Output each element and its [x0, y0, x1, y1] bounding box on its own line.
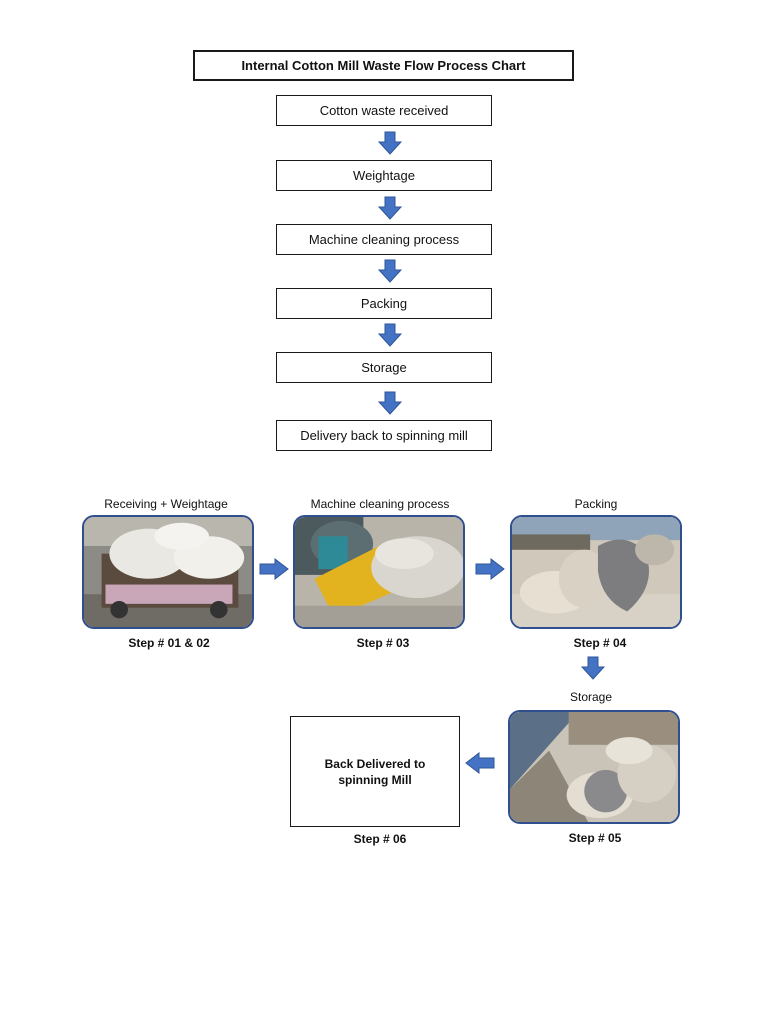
storage-heading: Storage: [569, 690, 613, 704]
chart-title: Internal Cotton Mill Waste Flow Process …: [193, 50, 574, 81]
cleaning-heading: Machine cleaning process: [310, 497, 450, 511]
delivery-box: Back Delivered to spinning Mill: [290, 716, 460, 827]
step-05-label: Step # 05: [568, 831, 622, 845]
arrow-right-icon: [475, 558, 505, 580]
step-01-02-label: Step # 01 & 02: [128, 636, 210, 650]
arrow-left-icon: [465, 752, 495, 774]
arrow-down-icon: [581, 656, 605, 680]
arrow-right-icon: [259, 558, 289, 580]
step-03-label: Step # 03: [356, 636, 410, 650]
arrow-down-icon: [378, 196, 402, 220]
cleaning-photo: [293, 515, 465, 629]
arrow-down-icon: [378, 131, 402, 155]
step-delivery-back: Delivery back to spinning mill: [276, 420, 492, 451]
step-cotton-waste-received: Cotton waste received: [276, 95, 492, 126]
step-06-label: Step # 06: [353, 832, 407, 846]
step-storage: Storage: [276, 352, 492, 383]
step-machine-cleaning: Machine cleaning process: [276, 224, 492, 255]
delivery-box-text: Back Delivered to spinning Mill: [324, 756, 426, 787]
step-packing: Packing: [276, 288, 492, 319]
receiving-photo: [82, 515, 254, 629]
arrow-down-icon: [378, 259, 402, 283]
packing-heading: Packing: [574, 497, 618, 511]
arrow-down-icon: [378, 391, 402, 415]
step-04-label: Step # 04: [573, 636, 627, 650]
packing-photo: [510, 515, 682, 629]
arrow-down-icon: [378, 323, 402, 347]
step-weightage: Weightage: [276, 160, 492, 191]
receiving-heading: Receiving + Weightage: [104, 497, 228, 511]
storage-photo: [508, 710, 680, 824]
